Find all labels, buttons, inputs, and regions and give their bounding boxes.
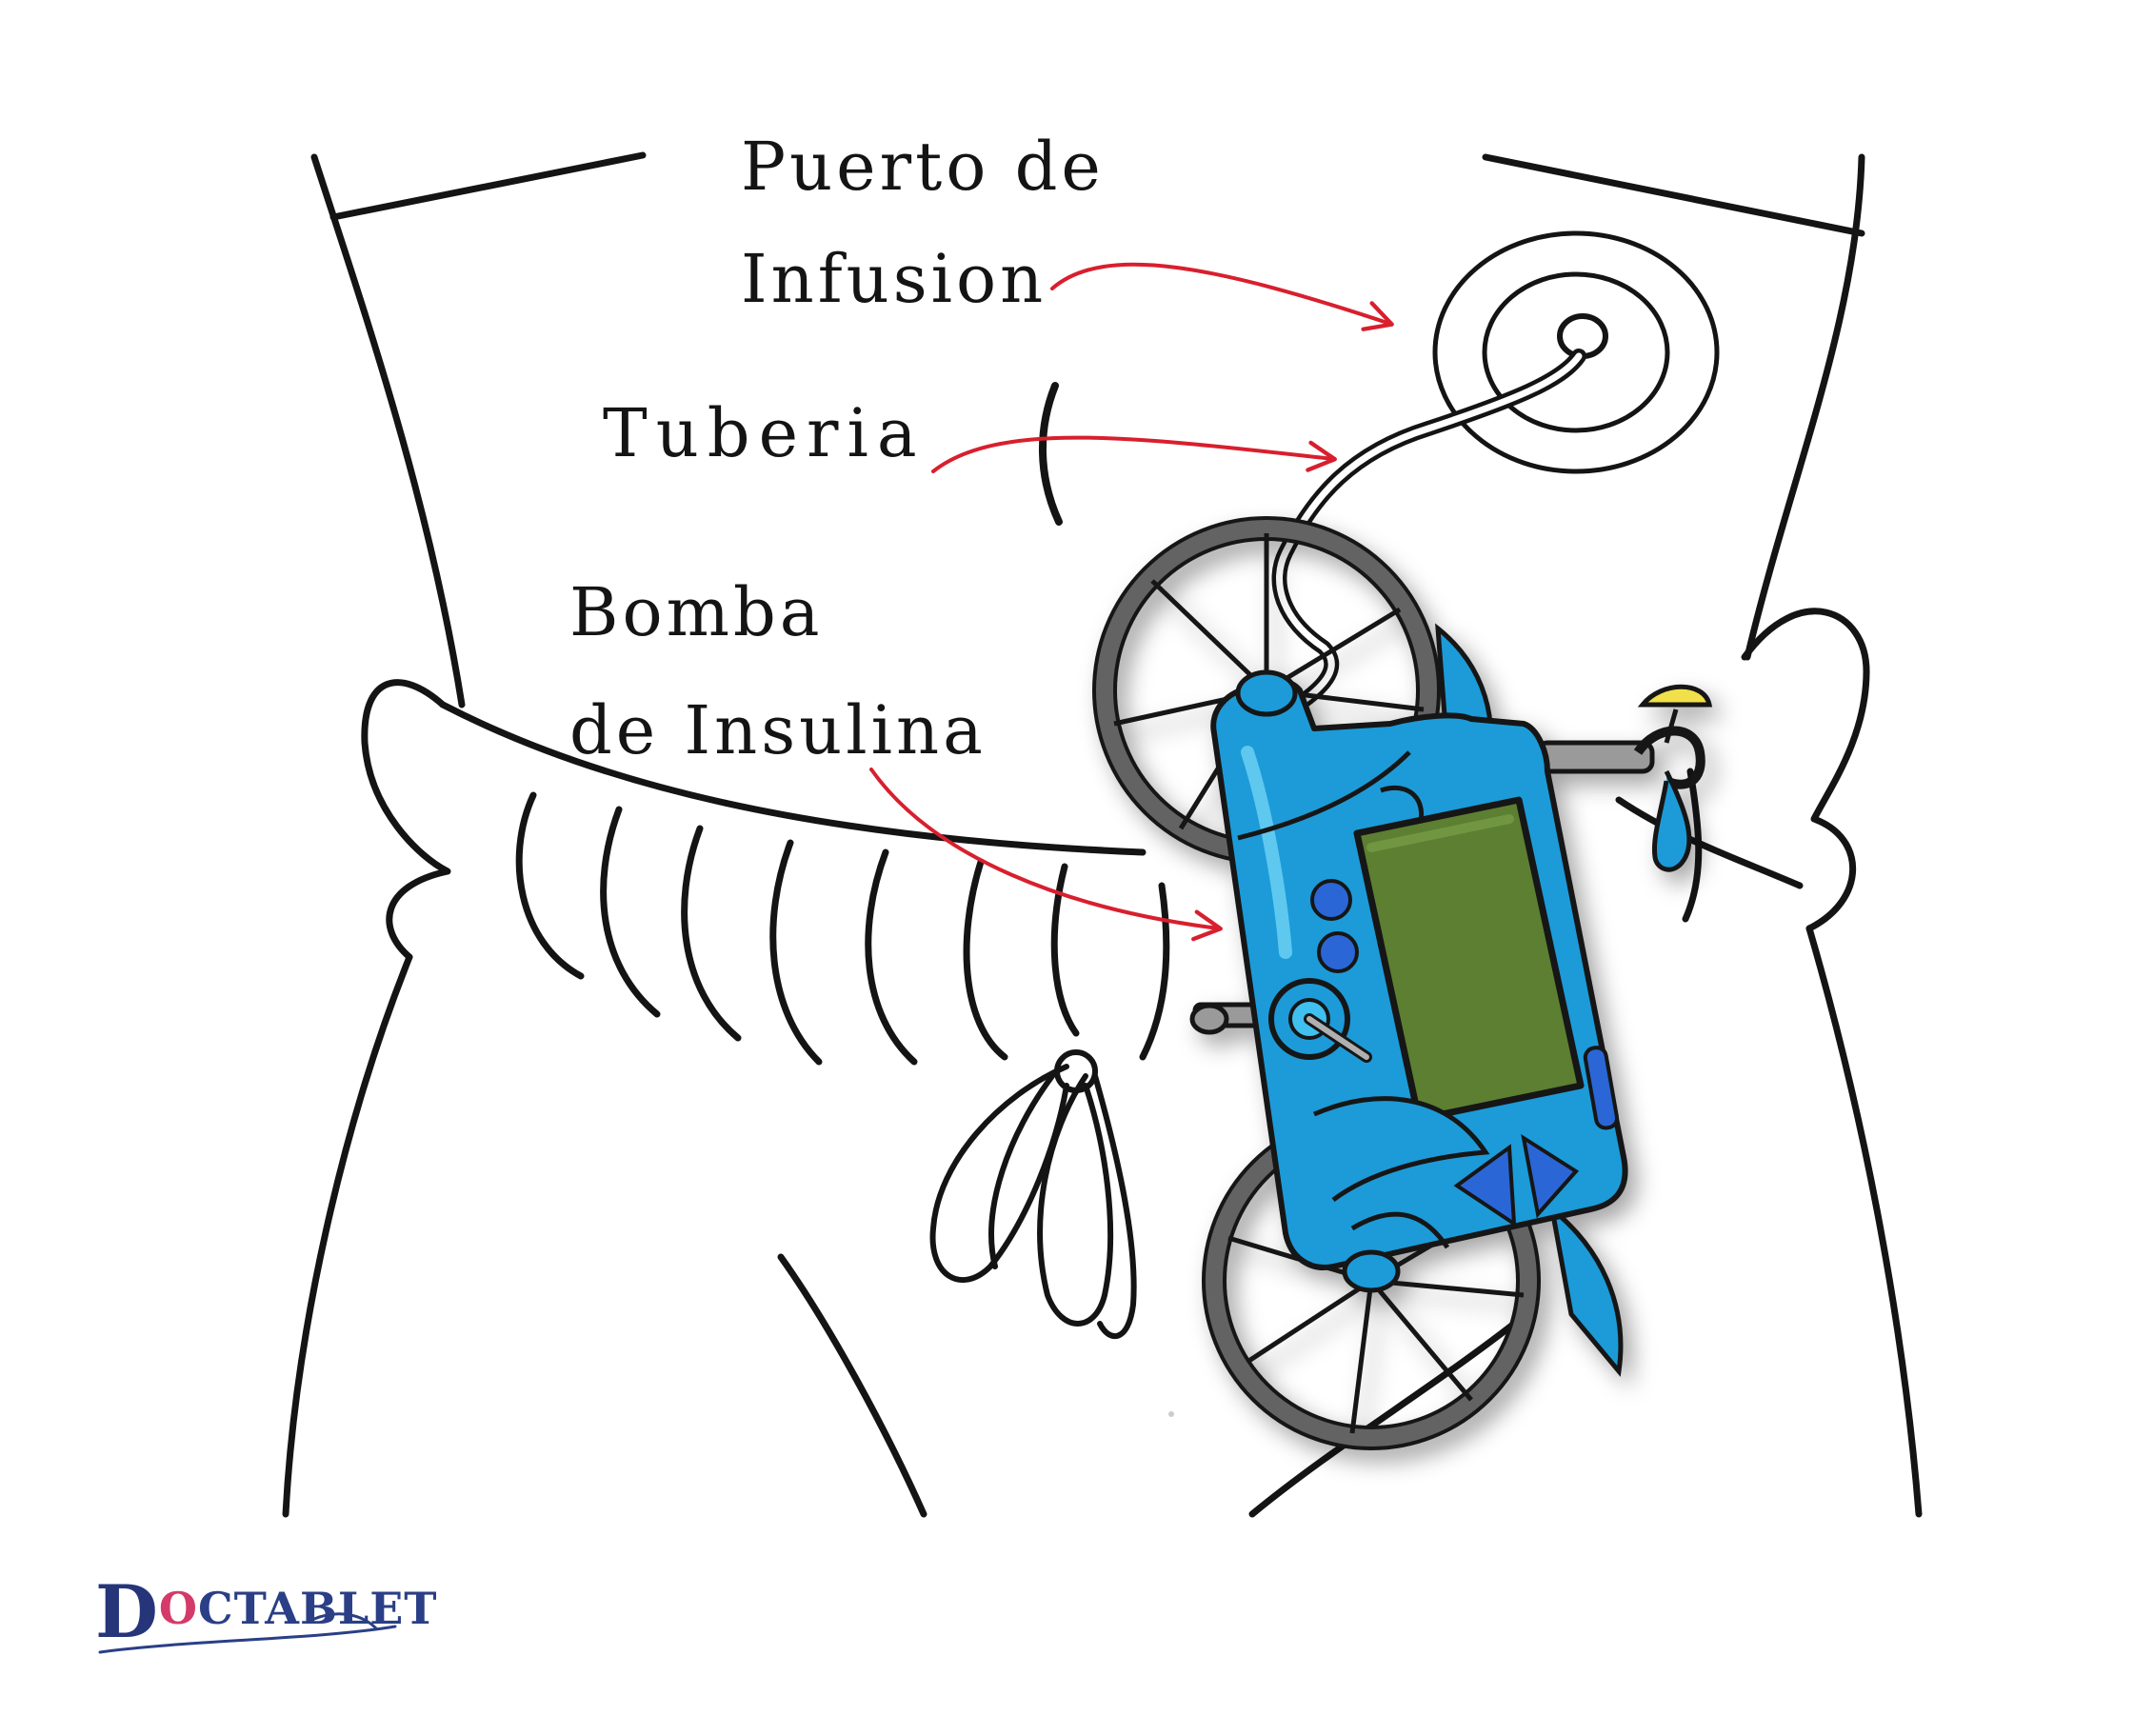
pants-waistband: [361, 608, 1870, 1066]
pump-side-button: [1583, 1046, 1620, 1130]
pump-arrow-button-2: [1521, 1133, 1580, 1219]
pump-button-2: [1317, 931, 1359, 973]
label-infusion-port-line2: Infusion: [741, 240, 1047, 318]
doctablet-logo: DOCTABLET: [95, 1576, 438, 1648]
pump-arrow-button-1: [1453, 1144, 1517, 1227]
arrow-infusion-port: [1050, 262, 1394, 331]
label-infusion-port-line1: Puerto de: [741, 128, 1105, 206]
pump-dial: [1268, 978, 1372, 1063]
pump-button-1: [1310, 879, 1352, 921]
pants-legs: [282, 925, 1923, 1518]
arrow-insulin-pump: [869, 768, 1223, 942]
logo-decoration: [98, 1411, 1174, 1654]
drawstring-bow: [929, 1049, 1137, 1340]
logo-initial: D: [95, 1569, 159, 1654]
insulin-pump: [1092, 516, 1713, 1450]
torso-outline: [310, 151, 1865, 708]
label-tubing: Tuberia: [603, 394, 926, 472]
label-pump-line2: de Insulina: [569, 691, 987, 769]
pump-screen: [1353, 796, 1585, 1123]
label-pump-line1: Bomba: [569, 573, 824, 651]
pump-lever: [1535, 684, 1713, 872]
arrow-tubing: [931, 435, 1337, 473]
logo-rest: CTABLET: [197, 1583, 438, 1634]
logo-o: O: [158, 1583, 198, 1634]
callout-arrows: [869, 262, 1394, 942]
